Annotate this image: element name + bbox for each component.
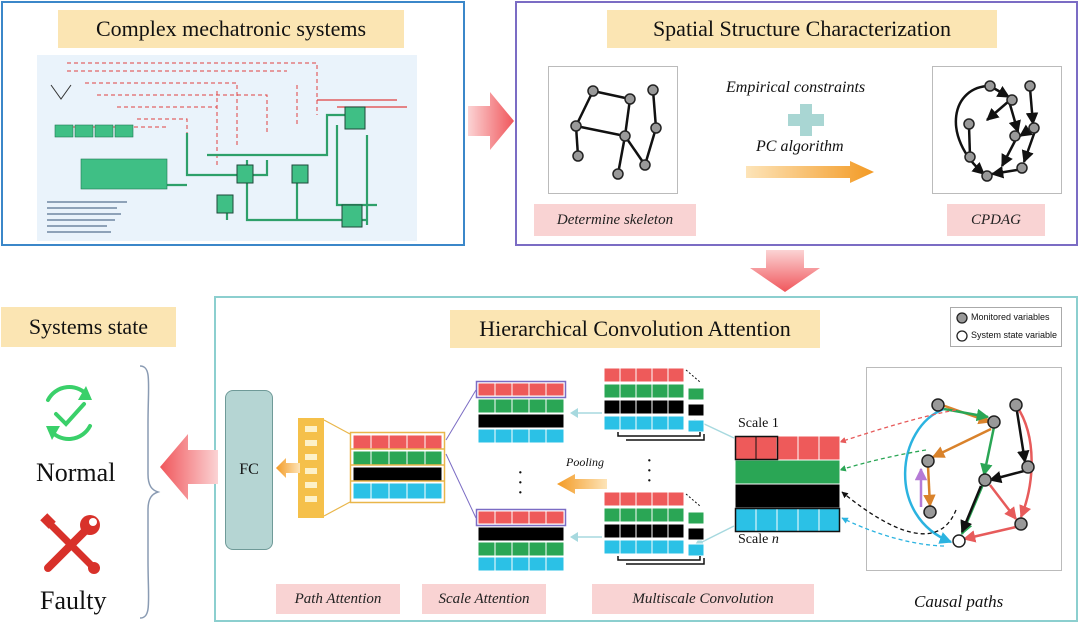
check-cycle-icon	[46, 385, 92, 441]
state-variable-icon	[956, 330, 968, 342]
cpdag-graph	[954, 80, 1040, 182]
arrow-to-fc	[276, 458, 300, 478]
monitored-variable-icon	[956, 312, 968, 324]
fc-block: FC	[225, 390, 273, 550]
legend-state: System state variable	[971, 330, 1058, 340]
skeleton-graph	[570, 84, 662, 180]
path-attention-connectors	[323, 419, 351, 517]
path-attention-label: Path Attention	[276, 584, 400, 614]
plus-icon	[788, 104, 824, 136]
skeleton-box	[548, 66, 678, 194]
pooling-arrow	[557, 474, 607, 494]
empirical-constraints-text: Empirical constraints	[726, 79, 866, 96]
scale-attn-bottom	[475, 508, 567, 572]
faulty-label: Faulty	[40, 586, 107, 615]
hca-title: Hierarchical Convolution Attention	[450, 310, 820, 348]
mechatronic-schematic	[37, 55, 417, 241]
cpdag-box	[932, 66, 1062, 194]
multiscale-conv-label: Multiscale Convolution	[592, 584, 814, 614]
path-attention-block	[349, 431, 446, 504]
pooling-label: Pooling	[566, 455, 604, 469]
orange-arrow-right	[746, 161, 874, 183]
arrows-to-scale-attention	[570, 408, 602, 542]
conv-stack-bottom	[603, 491, 705, 565]
scale-attention-label: Scale Attention	[422, 584, 546, 614]
cpdag-label: CPDAG	[947, 204, 1045, 236]
legend-box	[950, 307, 1062, 347]
big-arrow-left	[160, 434, 218, 500]
vdots-scale: ···	[517, 462, 524, 504]
scale-n-var: n	[771, 532, 779, 547]
state-brace	[139, 365, 161, 619]
attention-vector	[298, 418, 324, 518]
conv-stack-top	[603, 367, 705, 441]
vdots-conv: ···	[646, 450, 653, 492]
spatial-title: Spatial Structure Characterization	[607, 10, 997, 48]
systems-state-title: Systems state	[1, 307, 176, 347]
wrench-screwdriver-icon	[40, 513, 100, 574]
skeleton-label: Determine skeleton	[534, 204, 696, 236]
legend-monitored: Monitored variables	[971, 312, 1050, 322]
fc-label: FC	[239, 461, 259, 478]
dashed-connectors	[839, 409, 957, 547]
scale-attn-top	[475, 380, 567, 444]
big-arrow-down	[750, 250, 820, 292]
causal-paths-label: Causal paths	[914, 592, 1004, 611]
scale-n-label: Scale n	[738, 532, 779, 548]
causal-paths-graph	[903, 398, 1035, 548]
normal-label: Normal	[36, 458, 116, 487]
mechatronic-title: Complex mechatronic systems	[58, 10, 404, 48]
scale-matrix	[734, 435, 841, 533]
fan-lines	[445, 389, 477, 519]
causal-paths-box	[866, 367, 1062, 571]
scale-1-label: Scale 1	[738, 416, 779, 431]
pc-algorithm-text: PC algorithm	[756, 138, 844, 155]
scale-n-prefix: Scale	[738, 532, 772, 547]
big-arrow-right	[468, 92, 514, 150]
